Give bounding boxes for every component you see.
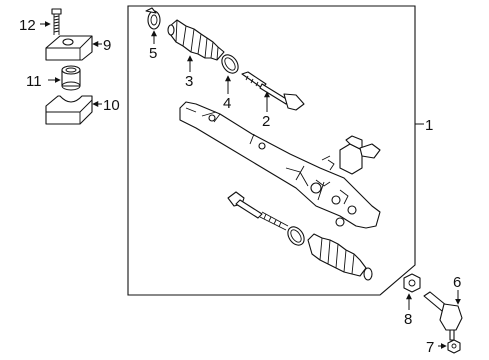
- callout-6: 6: [453, 274, 461, 291]
- callout-12: 12: [19, 17, 36, 34]
- callout-2: 2: [262, 113, 270, 130]
- callout-1: 1: [425, 117, 433, 134]
- callout-10: 10: [103, 97, 120, 114]
- callout-8: 8: [404, 311, 412, 328]
- bushing-part: [61, 65, 81, 91]
- callout-3: 3: [185, 73, 193, 90]
- boot-clamp-part: [145, 7, 161, 30]
- assembly-outline: [127, 5, 416, 296]
- bellows-boot-upper-part: [167, 19, 225, 61]
- o-ring-lower-part: [287, 226, 305, 246]
- o-ring-upper-part: [221, 54, 239, 74]
- callout-4: 4: [223, 95, 231, 112]
- callout-11: 11: [26, 73, 42, 90]
- inner-tie-rod-lower-part: [227, 191, 289, 231]
- nut-part: [403, 273, 421, 293]
- outer-tie-rod-end-part: [423, 291, 463, 341]
- callout-5: 5: [149, 45, 157, 62]
- callout-9: 9: [103, 37, 111, 54]
- callout-7: 7: [426, 339, 434, 356]
- rack-housing-part: [179, 101, 381, 229]
- bellows-boot-lower-part: [307, 233, 373, 281]
- inner-tie-rod-upper-part: [241, 71, 305, 111]
- small-nut-part: [447, 339, 461, 354]
- clamp-bracket-upper-part: [45, 35, 93, 61]
- bolt-part: [51, 8, 62, 35]
- clamp-bracket-lower-part: [45, 95, 93, 125]
